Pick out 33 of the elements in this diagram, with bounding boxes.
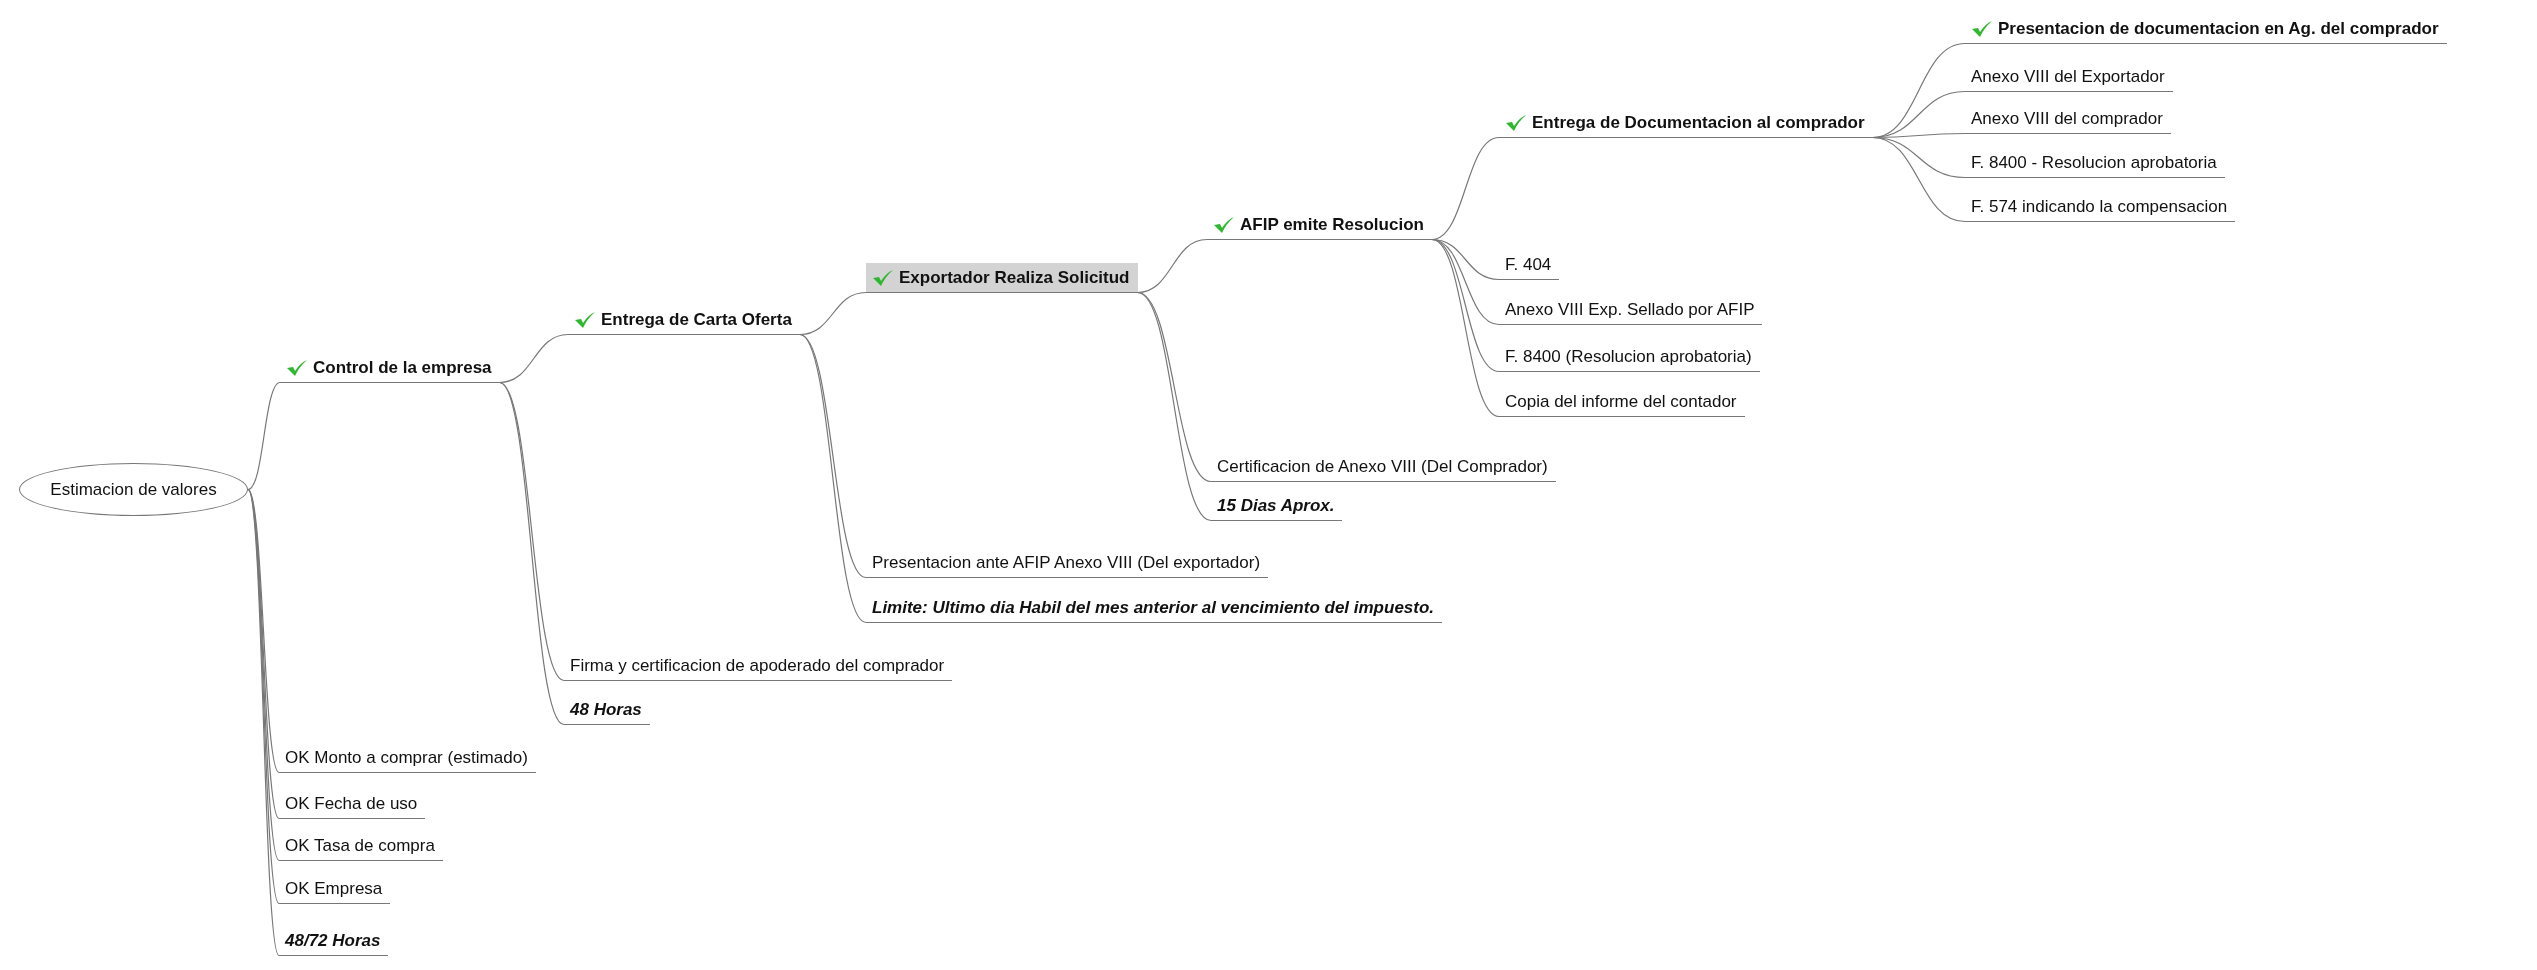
topic-text: F. 404 — [1505, 253, 1552, 276]
branch-line — [1431, 238, 1500, 418]
topic-text: Certificacion de Anexo VIII (Del Comprador) — [1217, 455, 1548, 478]
topic-text: Control de la empresa — [313, 356, 492, 379]
topic-text: Anexo VIII Exp. Sellado por AFIP — [1505, 298, 1755, 321]
topic-text: F. 8400 - Resolucion aprobatoria — [1971, 151, 2217, 174]
topic-text: OK Fecha de uso — [285, 792, 418, 815]
topic-text: 48/72 Horas — [285, 929, 381, 952]
topic-text: Anexo VIII del Exportador — [1971, 65, 2165, 88]
topic-text: 48 Horas — [570, 698, 642, 721]
topic-text: Entrega de Carta Oferta — [601, 308, 792, 331]
topic-text: OK Empresa — [285, 877, 383, 900]
topic-text: Presentacion ante AFIP Anexo VIII (Del exportador) — [872, 551, 1261, 574]
topic-text: Anexo VIII del comprador — [1971, 107, 2163, 130]
topic-text: OK Monto a comprar (estimado) — [285, 746, 528, 769]
highlighted-topic — [866, 263, 1138, 293]
topic-text: F. 574 indicando la compensacion — [1971, 195, 2228, 218]
topic-text: F. 8400 (Resolucion aprobatoria) — [1505, 345, 1752, 368]
topic-text: Firma y certificacion de apoderado del comprador — [570, 654, 945, 677]
branch-line — [799, 333, 867, 579]
branch-line — [1871, 136, 1966, 223]
topic-text: Estimacion de valores — [50, 479, 217, 500]
topic-text: Copia del informe del contador — [1505, 390, 1737, 413]
topic-text: AFIP emite Resolucion — [1240, 213, 1424, 236]
branch-line — [247, 381, 281, 491]
branch-line — [1136, 291, 1212, 522]
topic-text: 15 Dias Aprox. — [1217, 494, 1335, 517]
topic-text: Exportador Realiza Solicitud — [899, 266, 1130, 289]
topic-text: Limite: Ultimo dia Habil del mes anterior al vencimiento del impuesto. — [872, 596, 1435, 619]
topic-text: Presentacion de documentacion en Ag. del comprador — [1998, 17, 2439, 40]
topic-text: OK Tasa de compra — [285, 834, 435, 857]
topic-text: Entrega de Documentacion al comprador — [1532, 111, 1865, 134]
branch-line — [799, 333, 867, 624]
